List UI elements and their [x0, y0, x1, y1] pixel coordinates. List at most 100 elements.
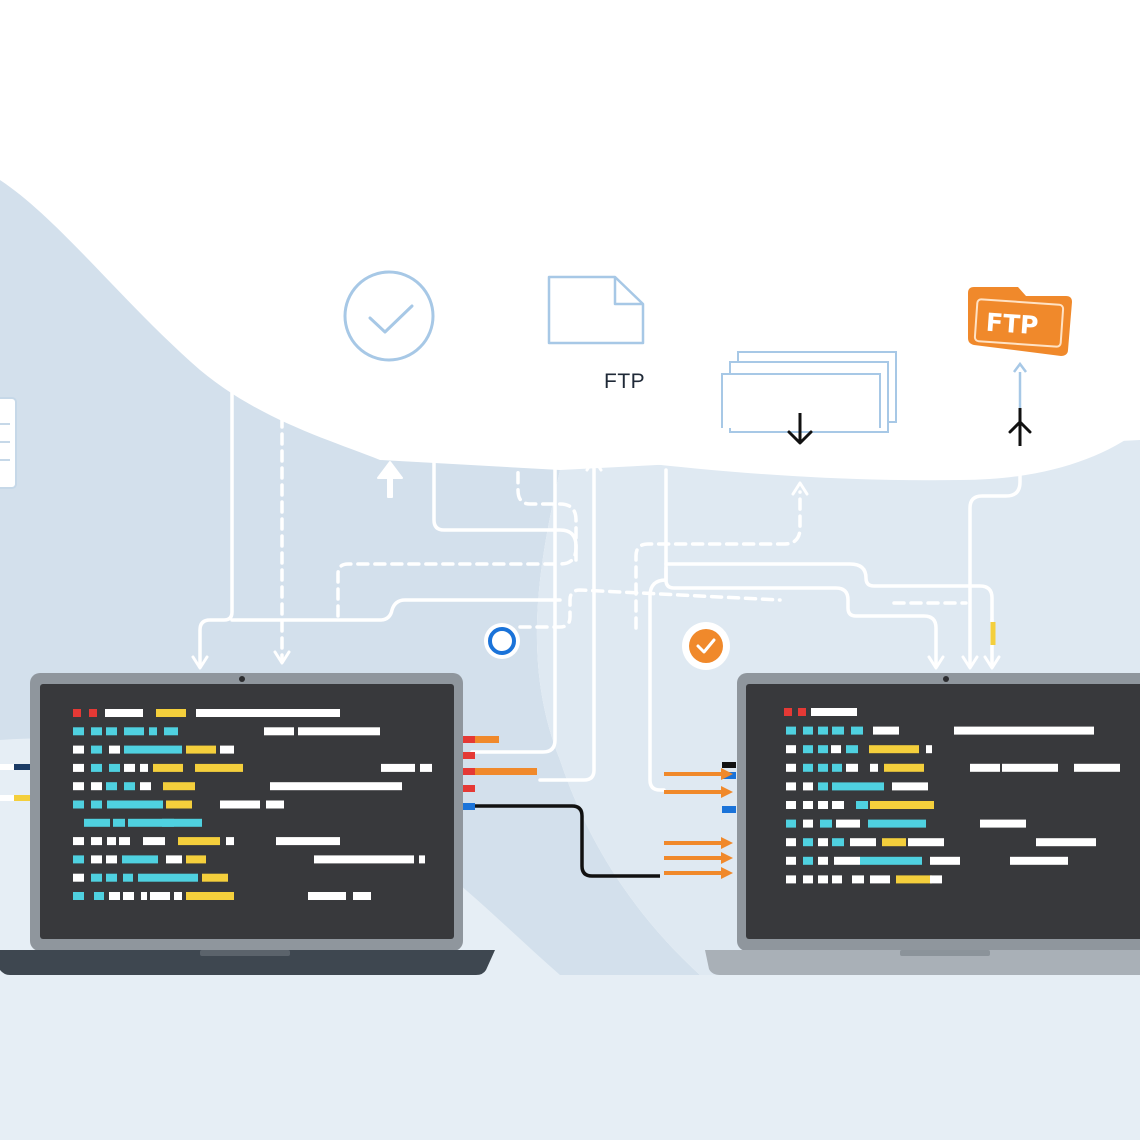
code-glyph — [73, 745, 84, 754]
code-glyph — [109, 745, 120, 754]
code-glyph — [270, 782, 402, 791]
code-glyph — [105, 709, 143, 717]
code-glyph — [140, 763, 148, 772]
code-glyph — [164, 727, 178, 736]
code-glyph — [832, 838, 844, 847]
code-glyph — [786, 819, 796, 828]
connector-line — [968, 458, 1022, 666]
connector-line — [664, 468, 938, 666]
laptop-left-notch — [200, 950, 290, 956]
laptop-right — [705, 673, 1140, 975]
download-arrow-icon — [787, 413, 813, 445]
connectors — [191, 378, 1022, 792]
code-glyph — [73, 763, 84, 772]
code-glyph — [818, 875, 828, 884]
code-glyph — [106, 727, 117, 736]
code-glyph — [811, 708, 857, 716]
code-glyph — [856, 801, 868, 809]
connector-line-dashed — [336, 448, 578, 618]
connector-arrowhead — [983, 655, 1001, 670]
code-glyph — [818, 726, 828, 735]
partial-document-icon — [0, 397, 17, 489]
code-glyph — [73, 782, 84, 791]
code-glyph — [970, 763, 1000, 772]
code-glyph — [91, 727, 102, 736]
code-glyph — [896, 875, 932, 884]
connector-line — [648, 566, 668, 792]
code-glyph — [832, 782, 884, 791]
code-glyph — [124, 745, 182, 754]
transfer-arrow-head — [721, 852, 733, 864]
code-glyph — [73, 727, 84, 736]
laptop-right-notch — [900, 950, 990, 956]
laptop-right-camera — [943, 676, 949, 682]
code-glyph — [308, 892, 346, 900]
code-glyph — [106, 873, 117, 882]
code-glyph — [1002, 763, 1058, 772]
connector-arrowhead — [791, 481, 809, 496]
port-left-red-1 — [463, 736, 475, 743]
code-glyph — [818, 801, 828, 809]
code-glyph — [930, 856, 960, 865]
code-glyph — [860, 856, 922, 865]
code-glyph — [166, 800, 192, 809]
code-glyph — [162, 818, 202, 827]
code-glyph — [141, 892, 147, 900]
code-glyph — [106, 855, 117, 864]
code-glyph — [91, 782, 102, 791]
port-left-red-2 — [463, 752, 475, 759]
port-left-edge-yellow-tip — [14, 795, 30, 801]
transfer-arrow-head — [721, 837, 733, 849]
connector-line — [664, 562, 994, 622]
code-glyph — [786, 875, 796, 884]
code-glyph — [186, 855, 206, 864]
floor — [0, 975, 1140, 1140]
code-glyph — [882, 838, 906, 847]
code-glyph — [818, 838, 828, 847]
code-glyph — [124, 782, 135, 791]
code-glyph — [381, 763, 415, 772]
connector-line — [230, 598, 562, 622]
code-glyph — [73, 709, 81, 717]
code-glyph — [122, 855, 158, 864]
connector-line — [432, 438, 578, 562]
code-glyph — [892, 782, 928, 791]
code-glyph — [786, 856, 796, 865]
connector-line — [198, 378, 234, 666]
code-glyph — [1074, 763, 1120, 772]
port-right-black — [722, 762, 736, 768]
connector-arrowhead — [585, 457, 603, 472]
code-glyph — [818, 763, 828, 772]
code-glyph — [803, 856, 813, 865]
code-glyph — [798, 708, 806, 716]
code-glyph — [954, 726, 1094, 735]
code-glyph — [196, 709, 340, 717]
code-glyph — [73, 800, 84, 809]
connector-line — [538, 460, 596, 782]
code-glyph — [73, 873, 84, 882]
code-glyph — [786, 763, 796, 772]
code-glyph — [870, 763, 878, 772]
code-glyph — [820, 819, 832, 828]
code-glyph — [107, 837, 116, 846]
code-glyph — [832, 726, 844, 735]
orange-arrows — [664, 768, 733, 879]
code-glyph — [178, 837, 220, 846]
port-right-blue-2 — [722, 806, 736, 813]
ftp-folder-icon: FTP — [968, 287, 1072, 356]
code-glyph — [202, 873, 228, 882]
upload-arrow-lower-icon — [377, 461, 403, 498]
code-glyph — [124, 727, 144, 736]
code-glyph — [846, 745, 858, 754]
code-glyph — [156, 709, 186, 717]
status-check-orange-icon — [682, 622, 730, 670]
code-glyph — [119, 837, 130, 846]
code-glyph — [91, 873, 102, 882]
code-glyph — [220, 800, 260, 809]
stacked-documents-icon — [721, 351, 897, 433]
code-glyph — [1010, 856, 1068, 865]
code-glyph — [818, 782, 828, 791]
code-glyph — [298, 727, 380, 736]
code-glyph — [803, 801, 813, 809]
